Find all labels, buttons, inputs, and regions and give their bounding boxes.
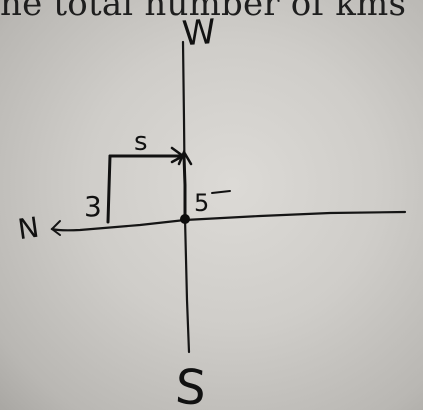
printed-question-text: he total number of kms (0, 0, 407, 24)
label-top-segment: s (134, 127, 148, 157)
label-west: W (181, 12, 217, 54)
origin-dot (180, 214, 190, 224)
label-right-segment: 5 (194, 189, 209, 217)
label-north: N (16, 211, 41, 247)
label-south: S (174, 359, 208, 410)
left-arrowhead (50, 220, 61, 236)
path-left-segment (106, 154, 112, 224)
path-right-segment (182, 154, 187, 220)
label-left-segment: 3 (84, 190, 102, 223)
right-label-dash (211, 190, 231, 194)
right-segment-arrowhead (177, 149, 193, 166)
horizontal-axis-line (50, 210, 407, 232)
